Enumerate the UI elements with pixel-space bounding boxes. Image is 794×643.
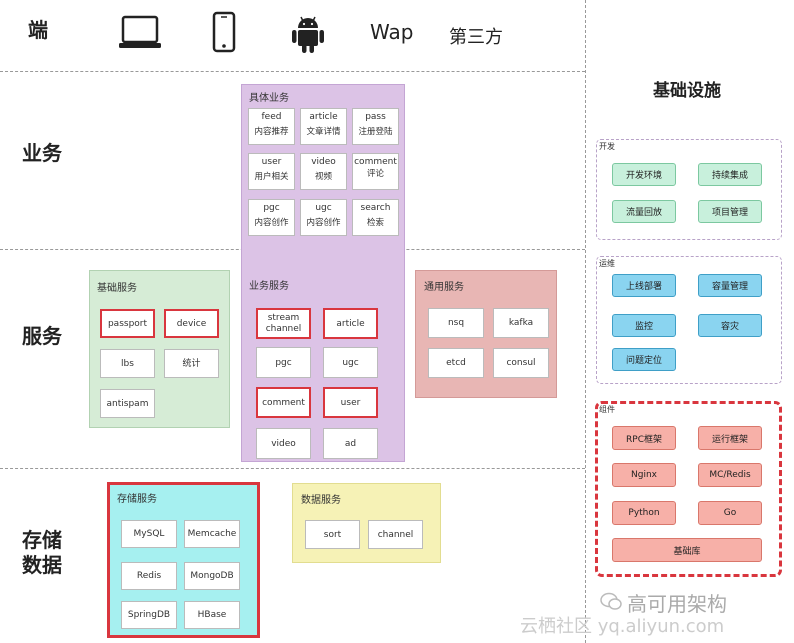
android-icon [292,16,324,53]
infra-go: Go [698,501,762,525]
biz-services-title: 业务服务 [249,281,289,292]
data-service-channel: channel [368,520,423,549]
infra-ops-title: 运维 [599,259,615,268]
biz-service-comment: comment [256,387,311,418]
infra-troubleshooting: 问题定位 [612,348,676,371]
row-label-storage-line2: 数据 [22,553,62,577]
infra-title: 基础设施 [653,81,721,101]
infra-disaster-recovery: 容灾 [698,314,762,337]
biz-service-ad: ad [323,428,378,459]
infra-nginx: Nginx [612,463,676,487]
business-item-video: video 视频 [300,153,347,190]
infra-dev-env: 开发环境 [612,163,676,186]
infra-ci: 持续集成 [698,163,762,186]
infra-components-panel [595,401,782,577]
biz-service-video: video [256,428,311,459]
storage-services-title: 存储服务 [117,494,157,505]
infra-monitoring: 监控 [612,314,676,337]
row-label-storage-line1: 存储 [22,528,62,552]
item-en: comment [354,157,397,167]
item-en: feed [261,112,282,122]
business-item-user: user 用户相关 [248,153,295,190]
phone-icon [212,11,236,53]
infra-dev-panel [596,139,782,240]
item-en: user [261,157,282,167]
biz-service-user: user [323,387,378,418]
storage-redis: Redis [121,562,177,590]
item-zh: 内容创作 [306,218,341,228]
third-party-label: 第三方 [449,27,503,48]
item-zh: 内容推荐 [254,127,289,137]
infra-runtime-framework: 运行框架 [698,426,762,450]
common-service-consul: consul [493,348,549,378]
item-zh: 用户相关 [254,172,289,182]
item-en: article [309,112,338,122]
item-en: ugc [315,203,332,213]
row-label-endpoints: 端 [28,18,48,42]
common-service-kafka: kafka [493,308,549,338]
biz-service-pgc: pgc [256,347,311,378]
row-label-storage: 存储 数据 [22,528,62,578]
watermark-site: 云栖社区 yq.aliyun.com [520,616,725,637]
common-services-title: 通用服务 [424,282,464,293]
base-service-stats: 统计 [164,349,219,378]
infra-python: Python [612,501,676,525]
infra-deploy: 上线部署 [612,274,676,297]
storage-hbase: HBase [184,601,240,629]
base-service-antispam: antispam [100,389,155,418]
business-item-article: article 文章详情 [300,108,347,145]
divider-line [0,71,585,72]
wechat-icon [600,592,622,610]
item-en: pgc [263,203,280,213]
item-en: video [311,157,336,167]
item-zh: 视频 [314,172,332,182]
base-service-device: device [164,309,219,338]
storage-mysql: MySQL [121,520,177,548]
item-en: pass [365,112,386,122]
infra-components-title: 组件 [599,405,615,414]
biz-service-article: article [323,308,378,339]
row-label-services: 服务 [22,324,62,348]
infra-mc-redis: MC/Redis [698,463,762,487]
infra-traffic-replay: 流量回放 [612,200,676,223]
storage-mongodb: MongoDB [184,562,240,590]
laptop-icon [119,15,161,48]
infra-ops-panel [596,256,782,384]
business-item-ugc: ugc 内容创作 [300,199,347,236]
divider-line [585,0,586,643]
base-services-title: 基础服务 [97,283,137,294]
biz-service-ugc: ugc [323,347,378,378]
infra-capacity: 容量管理 [698,274,762,297]
business-title: 具体业务 [249,93,289,104]
item-en: search [360,203,391,213]
wap-label: Wap [370,20,414,44]
data-services-title: 数据服务 [301,495,341,506]
item-zh: 评论 [366,169,384,179]
common-service-etcd: etcd [428,348,484,378]
business-item-search: search 检索 [352,199,399,236]
item-zh: 检索 [366,218,384,228]
row-label-business: 业务 [22,141,62,165]
item-zh: 注册登陆 [358,127,393,137]
watermark-brand: 高可用架构 [627,592,727,616]
storage-memcache: Memcache [184,520,240,548]
biz-service-stream-channel: stream channel [256,308,311,339]
storage-springdb: SpringDB [121,601,177,629]
business-item-feed: feed 内容推荐 [248,108,295,145]
item-zh: 内容创作 [254,218,289,228]
divider-line [0,468,585,469]
item-zh: 文章详情 [306,127,341,137]
infra-base-library: 基础库 [612,538,762,562]
infra-dev-title: 开发 [599,142,615,151]
common-service-nsq: nsq [428,308,484,338]
business-item-comment: comment 评论 [352,153,399,190]
business-item-pgc: pgc 内容创作 [248,199,295,236]
infra-project-mgmt: 项目管理 [698,200,762,223]
base-service-lbs: lbs [100,349,155,378]
data-service-sort: sort [305,520,360,549]
business-item-pass: pass 注册登陆 [352,108,399,145]
infra-rpc-framework: RPC框架 [612,426,676,450]
base-service-passport: passport [100,309,155,338]
